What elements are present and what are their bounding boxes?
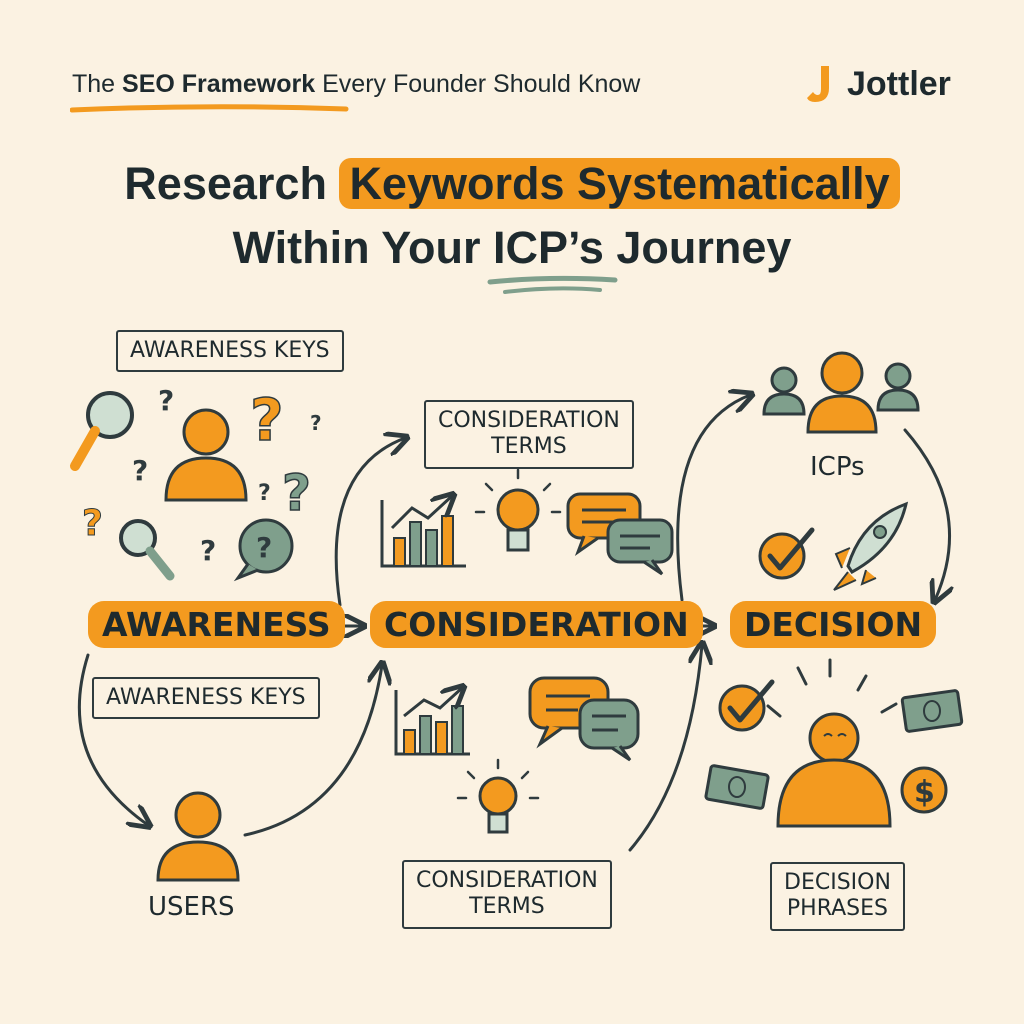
flow-arrows bbox=[77, 395, 949, 852]
stage-decision: DECISION bbox=[730, 601, 937, 648]
question-mark-icon: ? bbox=[132, 454, 148, 487]
headline-highlight: Keywords Systematically bbox=[339, 158, 900, 209]
person-icon bbox=[164, 408, 248, 502]
tagline: The SEO Framework Every Founder Should K… bbox=[72, 70, 641, 98]
question-mark-icon: ? bbox=[310, 411, 322, 435]
person-icon bbox=[762, 366, 806, 416]
rocket-icon bbox=[833, 501, 909, 591]
question-mark-icon: ? bbox=[158, 384, 174, 417]
money-bill-icon bbox=[900, 689, 964, 733]
icp-underline bbox=[487, 275, 618, 294]
question-mark-icon: ? bbox=[258, 481, 271, 506]
checkmark-icon bbox=[758, 527, 815, 580]
question-mark-icon: ? bbox=[200, 534, 216, 567]
checkmark-icon bbox=[718, 679, 775, 732]
spark-lines bbox=[766, 658, 898, 718]
speech-bubble-icon bbox=[528, 676, 640, 762]
icps-label: ICPs bbox=[810, 452, 865, 482]
money-bill-icon bbox=[704, 764, 770, 810]
awareness-keys-box-bottom: AWARENESS KEYS bbox=[92, 677, 320, 720]
person-icon bbox=[876, 362, 920, 412]
headline-line-1: Research Keywords Systematically bbox=[0, 158, 1024, 210]
brand-name: Jottler bbox=[847, 64, 951, 103]
bar-chart-icon bbox=[380, 496, 466, 568]
question-mark-icon: ? bbox=[282, 464, 311, 522]
speech-bubble-icon: ? bbox=[233, 518, 294, 582]
question-mark-icon: ? bbox=[250, 386, 284, 454]
svg-text:?: ? bbox=[256, 531, 272, 564]
person-icon bbox=[776, 712, 892, 828]
dollar-coin-icon: $ bbox=[900, 766, 948, 814]
tagline-underline bbox=[70, 104, 349, 113]
stage-awareness: AWARENESS bbox=[88, 601, 345, 648]
consideration-terms-box-top: CONSIDERATION TERMS bbox=[424, 400, 634, 469]
consideration-terms-box-bottom: CONSIDERATION TERMS bbox=[402, 860, 612, 929]
headline-line-2: Within Your ICP’s Journey bbox=[232, 222, 792, 273]
question-mark-icon: ? bbox=[82, 503, 103, 544]
decision-phrases-box: DECISION PHRASES bbox=[770, 862, 905, 931]
bar-chart-icon bbox=[394, 688, 470, 756]
lightbulb-icon bbox=[456, 758, 540, 834]
magnifier-icon bbox=[119, 519, 175, 581]
group-icon bbox=[762, 351, 920, 434]
brand: Jottler bbox=[805, 62, 951, 106]
stage-consideration: CONSIDERATION bbox=[370, 601, 703, 648]
person-icon bbox=[156, 791, 240, 882]
speech-bubble-icon bbox=[566, 492, 674, 576]
magnifier-icon bbox=[70, 391, 134, 471]
person-icon bbox=[806, 351, 878, 434]
jottler-logo-icon bbox=[807, 66, 829, 102]
svg-text:$: $ bbox=[914, 775, 935, 810]
lightbulb-icon bbox=[474, 468, 562, 552]
users-label: USERS bbox=[148, 892, 235, 922]
question-marks: ? ? ? ? ? ? ? ? bbox=[82, 384, 322, 567]
awareness-keys-box-top: AWARENESS KEYS bbox=[116, 330, 344, 373]
